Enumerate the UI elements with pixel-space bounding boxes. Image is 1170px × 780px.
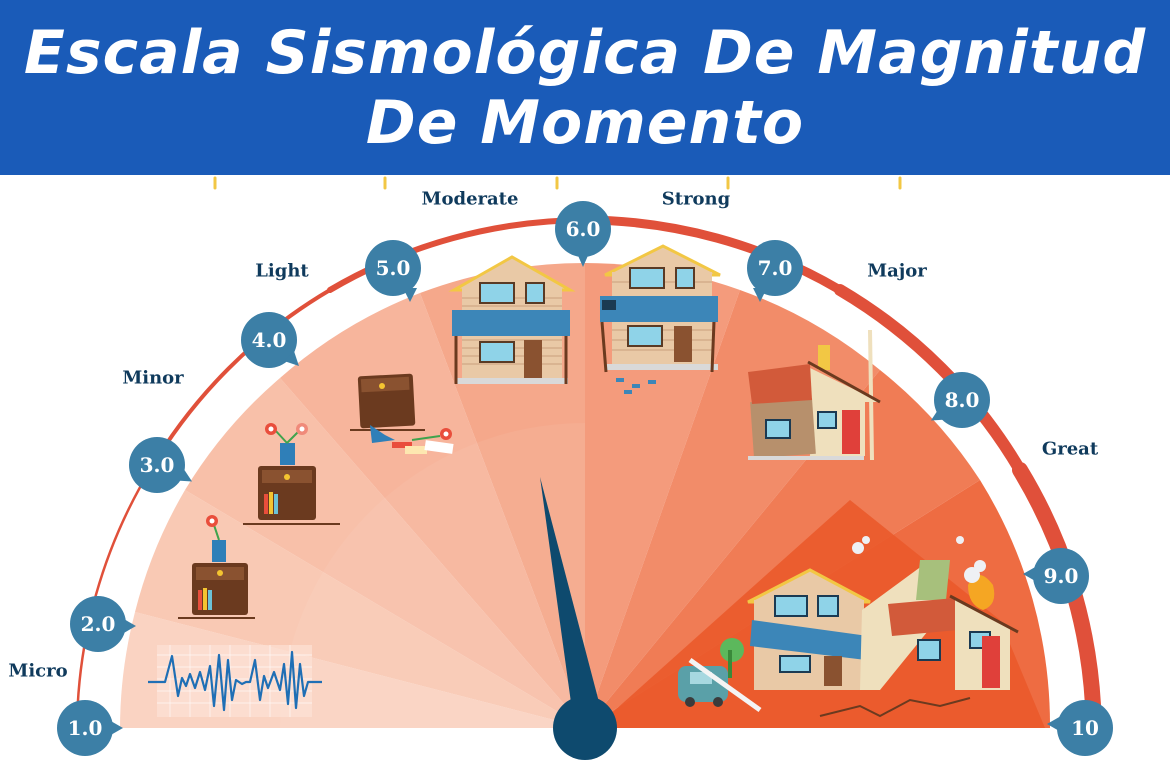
magnitude-bubble-10: 10 (1047, 700, 1113, 756)
seismograph-illustration (148, 645, 322, 717)
magnitude-bubble-5: 5.0 (365, 240, 421, 302)
category-label-strong: Strong (661, 188, 731, 210)
houses-great-illustration (678, 536, 1019, 718)
category-label-moderate: Moderate (421, 188, 519, 210)
house-major-illustration (748, 329, 881, 461)
category-label-great: Great (1041, 438, 1099, 460)
magnitude-bubble-1: 1.0 (57, 700, 123, 756)
magnitude-bubble-8: 8.0 (927, 372, 990, 428)
magnitude-bubble-9: 9.0 (1023, 548, 1089, 604)
magnitude-bubble-7: 7.0 (747, 240, 803, 302)
title-line-1: Escala Sismológica De Magnitud (23, 17, 1147, 88)
category-label-micro: Micro (8, 660, 68, 682)
magnitude-bubble-6: 6.0 (555, 201, 611, 267)
house-strong-illustration (600, 244, 721, 394)
magnitude-value: 9.0 (1043, 564, 1079, 588)
category-label-minor: Minor (122, 367, 184, 389)
magnitude-value: 4.0 (251, 328, 287, 352)
house-moderate-illustration (448, 255, 576, 384)
nightstand-minor-illustration (178, 515, 255, 619)
category-label-light: Light (255, 260, 309, 282)
nightstand-light-illustration (243, 423, 340, 525)
magnitude-bubble-2: 2.0 (70, 596, 136, 652)
magnitude-bubble-3: 3.0 (129, 437, 196, 493)
magnitude-value: 2.0 (80, 612, 116, 636)
title-banner: Escala Sismológica De Magnitud De Moment… (0, 0, 1170, 175)
magnitude-value: 8.0 (944, 388, 980, 412)
header-ticks (213, 176, 902, 190)
magnitude-value: 7.0 (757, 256, 793, 280)
magnitude-bubble-4: 4.0 (241, 312, 304, 371)
magnitude-value: 3.0 (139, 453, 175, 477)
needle (540, 477, 617, 760)
toppled-nightstand-illustration (350, 373, 454, 454)
magnitude-value: 1.0 (67, 716, 103, 740)
category-label-major: Major (867, 260, 927, 282)
magnitude-value: 10 (1071, 716, 1099, 740)
magnitude-value: 5.0 (375, 256, 411, 280)
title-line-2: De Momento (365, 87, 805, 158)
magnitude-value: 6.0 (565, 217, 601, 241)
